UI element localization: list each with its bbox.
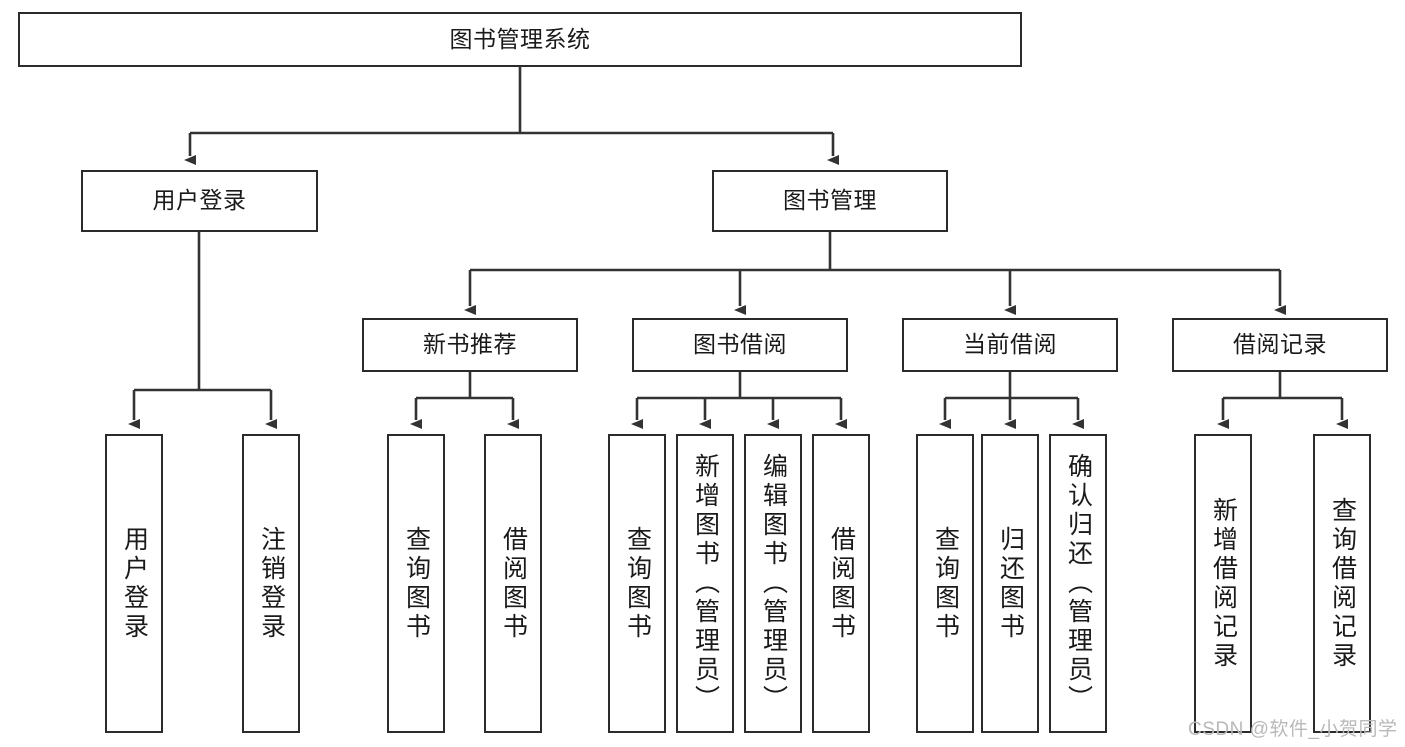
node-user-login[interactable]: 用户登录: [81, 170, 318, 232]
watermark-text: CSDN @软件_小贺同学: [1188, 719, 1398, 740]
node-book-management[interactable]: 图书管理: [712, 170, 948, 232]
node-label: 确认归还（管理员）: [1064, 453, 1093, 714]
node-borrow-record[interactable]: 借阅记录: [1172, 318, 1388, 372]
node-label: 编辑图书（管理员）: [759, 453, 788, 714]
node-label: 查询图书: [402, 525, 431, 642]
node-leaf-borrow-book-2[interactable]: 借阅图书: [812, 434, 870, 733]
node-current-borrow[interactable]: 当前借阅: [902, 318, 1118, 372]
node-label: 归还图书: [996, 525, 1025, 642]
node-leaf-query-book-2[interactable]: 查询图书: [608, 434, 666, 733]
node-leaf-query-book-1[interactable]: 查询图书: [387, 434, 445, 733]
node-leaf-borrow-book-1[interactable]: 借阅图书: [484, 434, 542, 733]
node-label: 查询借阅记录: [1328, 496, 1357, 671]
node-label: 查询图书: [623, 525, 652, 642]
node-label: 用户登录: [120, 525, 149, 642]
node-root-system[interactable]: 图书管理系统: [18, 12, 1022, 67]
node-label: 借阅记录: [1233, 331, 1327, 358]
node-book-borrow[interactable]: 图书借阅: [632, 318, 848, 372]
node-label: 新书推荐: [423, 331, 517, 358]
node-label: 用户登录: [152, 187, 247, 214]
node-leaf-user-login[interactable]: 用户登录: [105, 434, 163, 733]
node-label: 借阅图书: [499, 525, 528, 642]
node-label: 查询图书: [931, 525, 960, 642]
node-new-book-recommend[interactable]: 新书推荐: [362, 318, 578, 372]
node-label: 新增借阅记录: [1209, 496, 1238, 671]
node-label: 当前借阅: [963, 331, 1057, 358]
node-leaf-add-borrow-record[interactable]: 新增借阅记录: [1194, 434, 1252, 733]
node-leaf-query-book-3[interactable]: 查询图书: [916, 434, 974, 733]
node-label: 图书管理系统: [449, 25, 591, 52]
node-leaf-edit-book[interactable]: 编辑图书（管理员）: [744, 434, 802, 733]
node-label: 借阅图书: [827, 525, 856, 642]
node-leaf-logout-login[interactable]: 注销登录: [242, 434, 300, 733]
node-leaf-add-book[interactable]: 新增图书（管理员）: [676, 434, 734, 733]
node-label: 图书管理: [783, 187, 877, 214]
node-label: 图书借阅: [693, 331, 787, 358]
node-leaf-return-book[interactable]: 归还图书: [981, 434, 1039, 733]
node-leaf-query-borrow-record[interactable]: 查询借阅记录: [1313, 434, 1371, 733]
node-leaf-confirm-return[interactable]: 确认归还（管理员）: [1049, 434, 1107, 733]
node-label: 注销登录: [257, 525, 286, 642]
node-label: 新增图书（管理员）: [691, 453, 720, 714]
